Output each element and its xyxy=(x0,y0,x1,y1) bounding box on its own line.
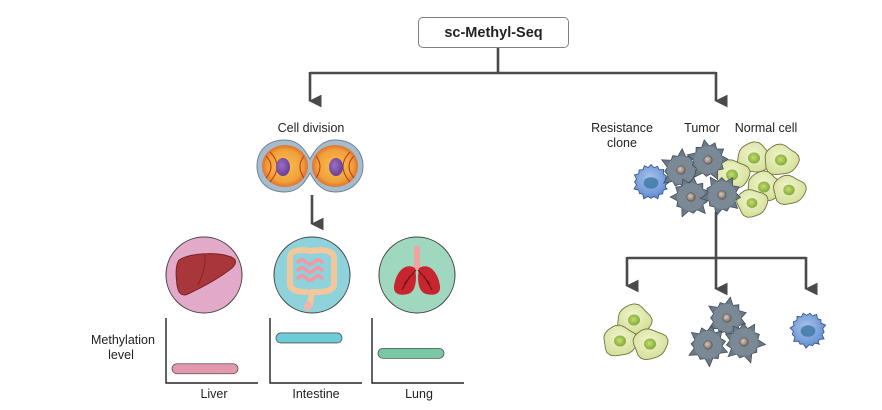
normal-cell-icon xyxy=(736,189,769,218)
right-connectors xyxy=(625,212,818,296)
outcome-resistance-clone xyxy=(789,312,827,349)
tumor-cell-icon xyxy=(688,325,729,368)
organ-label-lung: Lung xyxy=(405,387,433,401)
methylation-charts xyxy=(165,318,464,384)
chart-axes xyxy=(371,318,464,384)
nucleus-left xyxy=(276,158,290,176)
dividing-cell-icon xyxy=(256,139,364,193)
methylation-bar-intestine xyxy=(275,332,343,344)
y-axis-label-line1: Methylation xyxy=(91,333,155,347)
liver-circle xyxy=(165,236,243,314)
normal-cell-icon xyxy=(632,328,669,361)
top-connectors xyxy=(308,48,728,108)
organ-label-liver: Liver xyxy=(200,387,228,401)
methylation-bar-liver xyxy=(171,363,239,375)
normal-cell-icon xyxy=(736,141,773,173)
chart-intestine xyxy=(269,318,362,384)
chart-axes xyxy=(269,318,362,384)
organ-label-intestine: Intestine xyxy=(292,387,340,401)
outcome-groups xyxy=(603,296,827,368)
outcome-tumor-cells xyxy=(688,296,767,368)
y-axis-label: Methylation level xyxy=(91,333,155,363)
resistance-label-line2: clone xyxy=(607,136,637,150)
chart-liver xyxy=(165,318,258,384)
resistance-cell-icon xyxy=(633,164,670,200)
normal-cell-label: Normal cell xyxy=(734,121,798,135)
tumor-cell-icon xyxy=(660,147,701,192)
resistance-cell-icon xyxy=(789,312,827,349)
methylation-bar-lung xyxy=(377,347,445,359)
nucleus-right xyxy=(329,158,343,176)
intestine-circle xyxy=(273,236,351,314)
outcome-normal-cells xyxy=(603,303,669,361)
intestine-icon xyxy=(287,247,337,311)
liver-icon xyxy=(175,253,236,296)
y-axis-label-line2: level xyxy=(108,348,134,362)
normal-cell-icon xyxy=(617,303,653,335)
tumor-microenvironment-cluster xyxy=(633,139,807,218)
normal-cell-icon xyxy=(772,174,807,205)
tumor-cell-icon xyxy=(686,139,729,180)
lung-circle xyxy=(378,236,456,314)
tumor-cell-icon xyxy=(725,323,767,364)
resistance-clone-label: Resistance clone xyxy=(591,121,653,151)
title-text: sc-Methyl-Seq xyxy=(444,24,543,41)
tumor-cell-icon xyxy=(699,176,742,217)
resistance-label-line1: Resistance xyxy=(591,121,653,135)
cell-division-label: Cell division xyxy=(277,121,345,135)
normal-cell-icon xyxy=(764,143,800,176)
chart-axes xyxy=(165,318,258,384)
tumor-cell-icon xyxy=(669,176,712,218)
normal-cell-icon xyxy=(603,324,639,357)
title-box: sc-Methyl-Seq xyxy=(418,17,569,48)
tumor-label: Tumor xyxy=(684,121,720,135)
chart-lung xyxy=(371,318,464,384)
lungs-icon xyxy=(393,246,441,295)
